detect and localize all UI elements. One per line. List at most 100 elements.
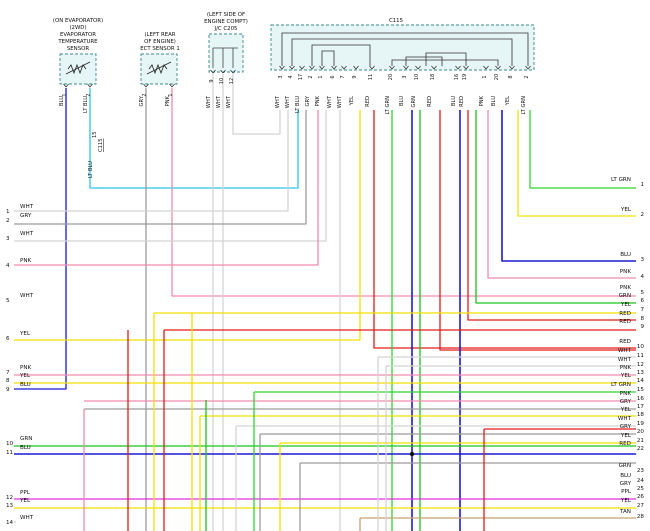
ect-pin-2: 1 [168, 93, 174, 96]
jc-wire-label-2: WHT [216, 95, 222, 108]
c115-pin-3-arrow [309, 65, 315, 70]
jc-c205-line-1: (LEFT SIDE OF [207, 12, 245, 18]
left-terminal-num-4: 4 [6, 263, 10, 269]
right-terminal-color-25: GRY [620, 481, 632, 487]
c115-pin-7-arrow [353, 65, 359, 70]
c115-wire-label-0: WHT [275, 95, 281, 108]
jc-pin-2: 10 [219, 78, 225, 84]
right-terminal-color-9: RED [619, 319, 631, 325]
c115-wire-label-17: YEL [505, 96, 511, 106]
evap-sensor-line-2: (2WD) [69, 25, 86, 31]
right-terminal-num-23: 23 [637, 468, 645, 474]
ect-sensor-line-2: OF ENGINE) [144, 39, 176, 45]
right-terminal-num-6: 6 [640, 298, 644, 304]
c115-wire-label-1: WHT [285, 95, 291, 108]
c115-wire-label-11: GRN [411, 96, 417, 108]
c115-label: C115 [389, 18, 403, 24]
right-terminal-color-1: LT GRN [611, 177, 631, 183]
ect-wire-label-1: GRY [139, 95, 145, 106]
left-terminal-num-12: 12 [6, 495, 13, 501]
right-terminal-num-22: 22 [637, 446, 644, 452]
right-terminal-num-14: 14 [637, 378, 645, 384]
right-terminal-num-5: 5 [640, 290, 644, 296]
wire-c115-red-1 [439, 110, 636, 351]
wire-c115-pnk-r4 [487, 110, 636, 279]
jc-pin-1: 9 [209, 79, 215, 82]
right-terminal-num-15: 15 [637, 387, 645, 393]
c115-wire-label-15: PNK [479, 95, 485, 106]
right-terminal-color-28: TAN [619, 509, 631, 515]
left-terminal-num-14: 14 [6, 520, 14, 526]
right-terminal-num-3: 3 [640, 257, 644, 263]
splice-dot [409, 451, 415, 457]
right-terminal-num-12: 12 [637, 362, 644, 368]
right-terminal-color-22: RED [619, 441, 631, 447]
left-terminal-num-11: 11 [6, 450, 14, 456]
left-terminal-num-9: 9 [6, 387, 10, 393]
wire-c115-wht-l1 [14, 110, 289, 212]
c115-pin-4-arrow [319, 65, 325, 70]
right-terminal-num-28: 28 [637, 514, 645, 520]
ect-pin-1-arrow [143, 83, 149, 88]
left-terminal-color-12: PPL [20, 490, 31, 496]
right-terminal-num-26: 26 [637, 494, 645, 500]
left-terminal-color-9: BLU [20, 382, 31, 388]
right-terminal-num-17: 17 [637, 404, 645, 410]
ect-pin-2-arrow [169, 83, 175, 88]
right-terminal-color-2: YEL [620, 207, 632, 213]
right-terminal-color-8: RED [619, 311, 631, 317]
left-terminal-num-8: 8 [6, 378, 10, 384]
c115-side-wire: LT BLU [88, 161, 94, 178]
wire-c115-blu-r3 [501, 110, 636, 262]
c115-wire-label-8: RED [365, 96, 371, 107]
wire-c115-yel-l6 [14, 110, 361, 341]
evap-pin-2-arrow [87, 83, 93, 88]
c115-wire-label-14: RED [459, 96, 465, 107]
c115-pin-10-arrow [403, 65, 409, 70]
ect-wire-label-2: PNK [165, 95, 171, 106]
left-terminal-color-3: WHT [20, 231, 34, 237]
right-terminal-color-3: BLU [620, 252, 631, 258]
left-terminal-color-8: YEL [19, 373, 31, 379]
c115-pin-7: 9 [352, 75, 358, 78]
evap-wire-label-1: BLU [59, 96, 65, 106]
right-terminal-color-23: GRN [619, 463, 631, 469]
wire-c115-pnk-l4 [14, 110, 319, 266]
jc-c205-line-2: ENGINE COMPT) [204, 19, 248, 25]
evap-sensor-box [59, 53, 97, 85]
c115-pin-9-arrow [389, 65, 395, 70]
c115-pin-5-arrow [331, 65, 337, 70]
left-terminal-num-6: 6 [6, 336, 10, 342]
left-terminal-color-13: YEL [19, 498, 31, 504]
left-terminal-num-7: 7 [6, 370, 10, 376]
right-terminal-color-19: WHT [618, 416, 632, 422]
right-terminal-num-21: 21 [637, 438, 645, 444]
evap-temp-sensor: (ON EVAPORATOR) (2WD) EVAPORATOR TEMPERA… [53, 18, 103, 85]
wire-c115-red-r22 [373, 110, 636, 349]
right-terminal-color-14: YEL [620, 373, 632, 379]
evap-sensor-line-4: TEMPERATURE [57, 39, 98, 45]
wire-c115-wht-l3 [14, 110, 327, 242]
right-terminal-color-6: GRN [619, 293, 631, 299]
left-terminal-color-11: BLU [20, 445, 31, 451]
c115-pin-4: 1 [318, 75, 324, 78]
left-terminal-num-13: 13 [6, 503, 14, 509]
wire-jc-wht-3 [232, 74, 281, 135]
c115-wire-label-18: LT GRN [521, 96, 527, 115]
c115-pin-17: 8 [508, 75, 514, 78]
c115-wire-label-9: LT GRN [385, 96, 391, 115]
c115-wire-label-3: GRY [305, 95, 311, 106]
c115-pin-0-arrow [279, 65, 285, 70]
right-terminal-num-13: 13 [637, 370, 645, 376]
left-terminal-color-6: YEL [19, 331, 31, 337]
right-terminal-num-2: 2 [640, 212, 644, 218]
jc-pin-2-arrow [220, 69, 226, 74]
ect-sensor-box [140, 53, 178, 85]
c115-pin-16: 20 [494, 74, 500, 80]
ect-pin-1: 2 [142, 93, 148, 96]
evap-sensor-line-5: SENSOR [67, 46, 90, 52]
left-terminal-num-10: 10 [6, 441, 14, 447]
evap-sensor-line-3: EVAPORATOR [60, 32, 96, 38]
